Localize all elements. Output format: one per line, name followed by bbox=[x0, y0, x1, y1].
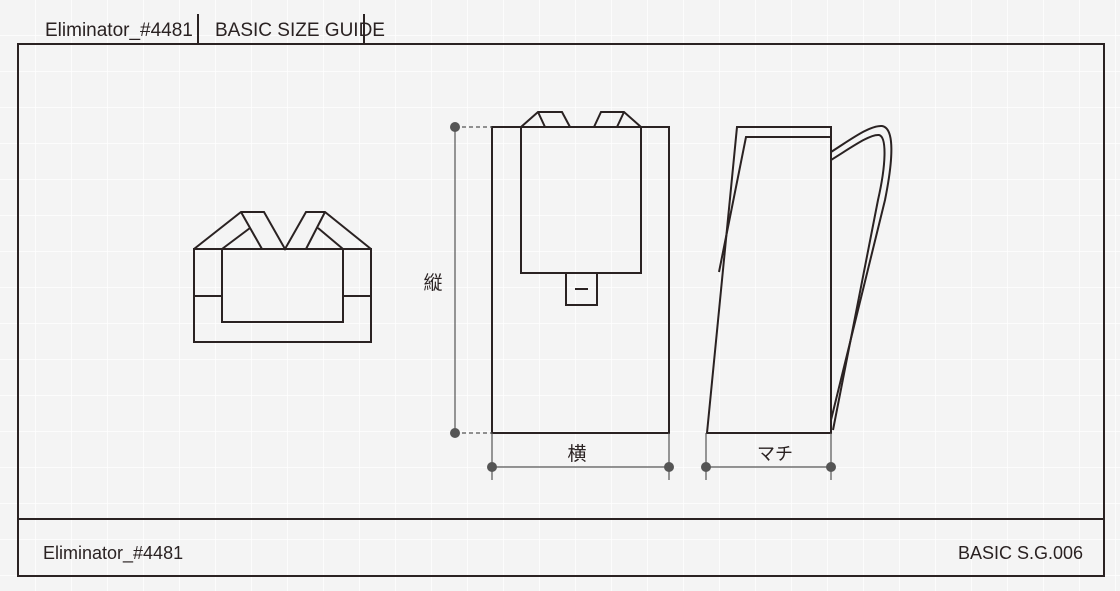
depth-dimension bbox=[701, 433, 836, 480]
bag-top-view bbox=[193, 211, 372, 343]
bag-side-view bbox=[705, 124, 893, 434]
footer-product-name: Eliminator_#4481 bbox=[43, 543, 183, 564]
header-title: BASIC SIZE GUIDE bbox=[215, 20, 385, 41]
bag-front-view bbox=[491, 111, 670, 434]
width-dimension bbox=[487, 433, 674, 480]
depth-label: マチ bbox=[757, 444, 793, 464]
height-label: 縦 bbox=[423, 272, 442, 294]
height-dimension bbox=[450, 122, 492, 438]
main-frame bbox=[17, 43, 1105, 577]
width-label: 横 bbox=[567, 443, 586, 465]
header-product-name: Eliminator_#4481 bbox=[45, 20, 193, 41]
footer-code: BASIC S.G.006 bbox=[958, 543, 1083, 563]
